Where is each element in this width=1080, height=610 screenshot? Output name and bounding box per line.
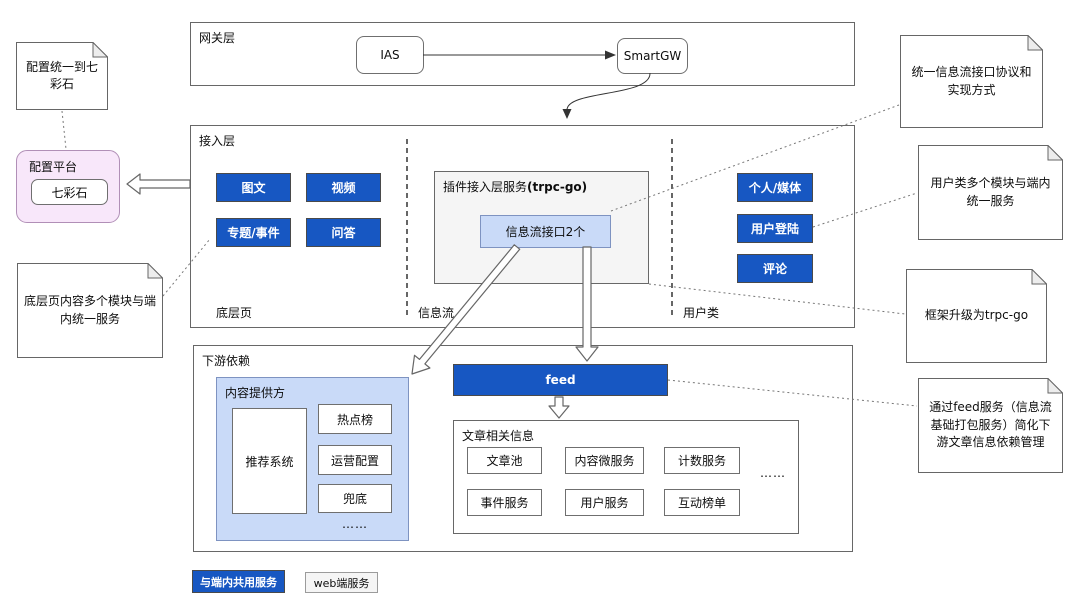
button-tuwen-label: 图文 xyxy=(241,181,266,195)
button-user-login-label: 用户登陆 xyxy=(750,222,799,236)
downstream-box: 下游依赖 内容提供方 推荐系统 热点榜 运营配置 兜底 …… feed 文章相关… xyxy=(193,345,853,552)
counting-service-box: 计数服务 xyxy=(664,447,740,474)
note-shape xyxy=(918,378,1063,473)
gateway-layer-box: 网关层 IAS SmartGW xyxy=(190,22,855,86)
event-service-label: 事件服务 xyxy=(480,496,529,510)
note-shape xyxy=(906,269,1047,363)
feed-label: feed xyxy=(545,373,576,387)
config-platform-label: 配置平台 xyxy=(29,160,78,174)
button-tuwen: 图文 xyxy=(216,173,291,202)
section-label-infoflow: 信息流 xyxy=(418,306,455,320)
note-framework-trpcgo: 框架升级为trpc-go xyxy=(906,269,1047,363)
recommend-system-box: 推荐系统 xyxy=(232,408,307,514)
plugin-access-service-label: 插件接入层服务(trpc-go) xyxy=(443,180,588,194)
content-provider-box: 内容提供方 推荐系统 热点榜 运营配置 兜底 …… xyxy=(216,377,409,541)
counting-service-label: 计数服务 xyxy=(677,454,726,468)
article-ellipsis: …… xyxy=(760,466,786,480)
note-unified-infoflow-protocol: 统一信息流接口协议和实现方式 xyxy=(900,35,1043,128)
rainbow-stone-label: 七彩石 xyxy=(51,185,88,200)
downstream-label: 下游依赖 xyxy=(202,354,251,368)
arrowhead-access xyxy=(562,109,572,119)
content-microservice-label: 内容微服务 xyxy=(574,454,635,468)
access-layer-box: 接入层 图文 视频 专题/事件 问答 底层页 插件接入层服务(trpc-go) … xyxy=(190,125,855,328)
button-video-label: 视频 xyxy=(331,181,356,195)
infoflow-interface-label: 信息流接口2个 xyxy=(505,225,586,239)
note-shape xyxy=(918,145,1063,240)
feed-bar: feed xyxy=(453,364,668,396)
button-personal-media: 个人/媒体 xyxy=(737,173,813,202)
user-service-box: 用户服务 xyxy=(565,489,644,516)
button-topic-event-label: 专题/事件 xyxy=(227,226,280,240)
arrow-access-configplatform xyxy=(126,173,191,195)
button-topic-event: 专题/事件 xyxy=(216,218,291,247)
button-video: 视频 xyxy=(306,173,381,202)
fallback-box: 兜底 xyxy=(318,484,392,513)
operation-config-label: 运营配置 xyxy=(330,453,379,468)
button-personal-media-label: 个人/媒体 xyxy=(748,181,802,195)
note-feed-service-text: 通过feed服务（信息流基础打包服务）简化下游文章信息依赖管理 xyxy=(929,400,1052,450)
legend-web-service: web端服务 xyxy=(305,572,378,593)
button-comment-label: 评论 xyxy=(762,262,787,276)
button-comment: 评论 xyxy=(737,254,813,283)
smartgw-node: SmartGW xyxy=(617,38,688,74)
section-label-user: 用户类 xyxy=(683,306,720,320)
note-shape xyxy=(17,263,163,358)
connector-confignote-platform xyxy=(61,110,67,150)
note-feed-service: 通过feed服务（信息流基础打包服务）简化下游文章信息依赖管理 xyxy=(918,378,1063,473)
article-info-label: 文章相关信息 xyxy=(462,429,535,443)
provider-ellipsis: …… xyxy=(342,517,368,531)
article-info-box: 文章相关信息 文章池 内容微服务 计数服务 事件服务 用户服务 互动榜单 …… xyxy=(453,420,799,534)
note-user-modules-unified: 用户类多个模块与端内统一服务 xyxy=(918,145,1063,240)
note-config-to-rainbow: 配置统一到七彩石 xyxy=(16,42,108,110)
note-framework-trpcgo-text: 框架升级为trpc-go xyxy=(924,308,1029,323)
button-qa: 问答 xyxy=(306,218,381,247)
legend-shared-service: 与端内共用服务 xyxy=(192,570,285,593)
note-unified-infoflow-protocol-text: 统一信息流接口协议和实现方式 xyxy=(911,65,1032,97)
article-pool-box: 文章池 xyxy=(467,447,542,474)
event-service-box: 事件服务 xyxy=(467,489,542,516)
article-pool-label: 文章池 xyxy=(486,454,523,468)
ias-label: IAS xyxy=(380,48,400,62)
legend-shared-service-label: 与端内共用服务 xyxy=(200,575,277,589)
note-user-modules-unified-text: 用户类多个模块与端内统一服务 xyxy=(930,176,1051,208)
note-bottom-page-modules-text: 底层页内容多个模块与端内统一服务 xyxy=(24,294,157,326)
content-provider-label: 内容提供方 xyxy=(225,386,286,400)
section-label-bottom-page: 底层页 xyxy=(216,306,253,320)
operation-config-box: 运营配置 xyxy=(318,445,392,475)
content-microservice-box: 内容微服务 xyxy=(565,447,644,474)
hot-list-box: 热点榜 xyxy=(318,404,392,434)
note-shape xyxy=(900,35,1043,128)
plugin-access-service-box: 插件接入层服务(trpc-go) 信息流接口2个 xyxy=(434,171,649,284)
note-shape xyxy=(16,42,108,110)
note-bottom-page-modules: 底层页内容多个模块与端内统一服务 xyxy=(17,263,163,358)
gateway-layer-label: 网关层 xyxy=(199,31,236,45)
hot-list-label: 热点榜 xyxy=(336,412,373,427)
smartgw-label: SmartGW xyxy=(623,49,682,63)
ias-node: IAS xyxy=(356,36,424,74)
infoflow-interface-box: 信息流接口2个 xyxy=(480,215,611,248)
button-qa-label: 问答 xyxy=(331,226,356,240)
legend-web-service-label: web端服务 xyxy=(313,576,370,590)
note-config-to-rainbow-text: 配置统一到七彩石 xyxy=(25,59,98,91)
rainbow-stone-box: 七彩石 xyxy=(31,179,108,205)
user-service-label: 用户服务 xyxy=(580,496,629,510)
recommend-system-label: 推荐系统 xyxy=(245,454,294,469)
interaction-ranking-label: 互动榜单 xyxy=(677,496,726,510)
access-layer-label: 接入层 xyxy=(199,134,236,148)
button-user-login: 用户登陆 xyxy=(737,214,813,243)
interaction-ranking-box: 互动榜单 xyxy=(664,489,740,516)
config-platform-box: 配置平台 七彩石 xyxy=(16,150,120,223)
fallback-label: 兜底 xyxy=(342,492,367,506)
